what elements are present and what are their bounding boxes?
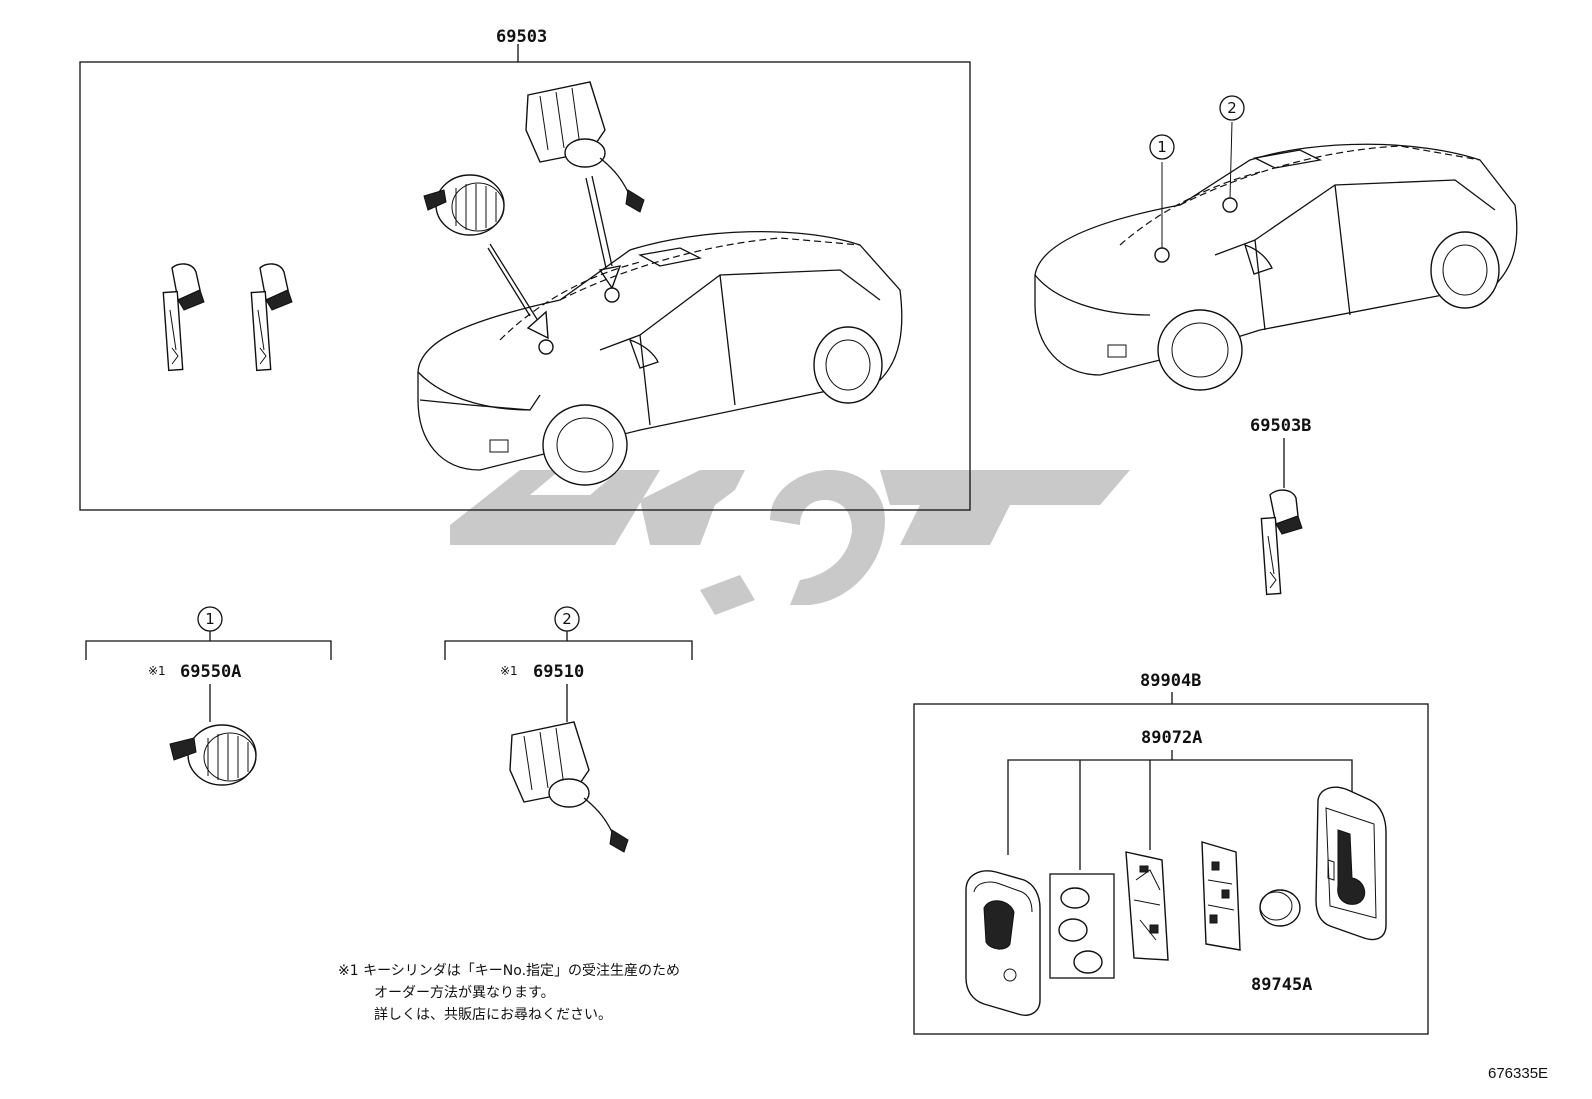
lock-set-group <box>79 44 971 511</box>
key-icon <box>162 263 205 372</box>
ignition-switch-icon <box>525 81 645 213</box>
ignition-switch-icon <box>509 721 629 853</box>
svg-text:2: 2 <box>1227 99 1237 117</box>
install-arrow <box>585 175 622 290</box>
door-cylinder-group: 1 ※1 69550A <box>85 606 332 786</box>
callout-marker-1: 1 <box>197 606 223 632</box>
svg-text:※1: ※1 <box>500 664 518 678</box>
smart-key-group: 89904B 89072A <box>913 671 1429 1035</box>
back-cover-icon <box>1315 786 1387 941</box>
vehicle-outline-left <box>417 230 903 486</box>
svg-text:※1: ※1 <box>148 664 166 678</box>
part-number-69550a: 69550A <box>180 662 241 682</box>
door-lock-cylinder-icon <box>423 174 505 236</box>
svg-text:1: 1 <box>1157 138 1167 156</box>
transmitter-module-icon <box>1201 841 1241 951</box>
figure-id: 676335E <box>1488 1065 1548 1082</box>
svg-text:1: 1 <box>205 610 215 628</box>
ignition-switch-group: 2 ※1 69510 <box>444 606 693 853</box>
smart-key-case-icon <box>965 870 1041 1016</box>
footnote-line-3: 詳しくは、共販店にお尋ねください。 <box>374 1007 612 1023</box>
key-icon <box>250 263 293 372</box>
circuit-board-icon <box>1125 851 1169 961</box>
callout-marker-1-right: 1 <box>1149 134 1175 160</box>
footnote-line-2: オーダー方法が異なります。 <box>374 985 555 1001</box>
part-number-89745a: 89745A <box>1251 975 1312 995</box>
part-number-69510: 69510 <box>533 662 584 682</box>
battery-icon <box>1259 889 1301 927</box>
watermark-logo <box>450 470 1130 615</box>
install-arrow <box>487 243 549 340</box>
callout-marker-2: 2 <box>554 606 580 632</box>
callout-marker-2-right: 2 <box>1219 95 1245 121</box>
door-lock-cylinder-icon <box>169 724 257 786</box>
part-number-69503: 69503 <box>496 27 547 47</box>
footnote: ※1 キーシリンダは「キーNo.指定」の受注生産のため オーダー方法が異なります… <box>338 963 680 1023</box>
key-icon <box>1260 489 1303 596</box>
part-number-89904b: 89904B <box>1140 671 1201 691</box>
svg-text:2: 2 <box>562 610 572 628</box>
footnote-line-1: ※1 キーシリンダは「キーNo.指定」の受注生産のため <box>338 963 680 979</box>
vehicle-outline-right <box>1034 121 1518 391</box>
part-number-69503b: 69503B <box>1250 416 1311 436</box>
button-pad-icon <box>1049 873 1115 979</box>
part-number-89072a: 89072A <box>1141 728 1202 748</box>
